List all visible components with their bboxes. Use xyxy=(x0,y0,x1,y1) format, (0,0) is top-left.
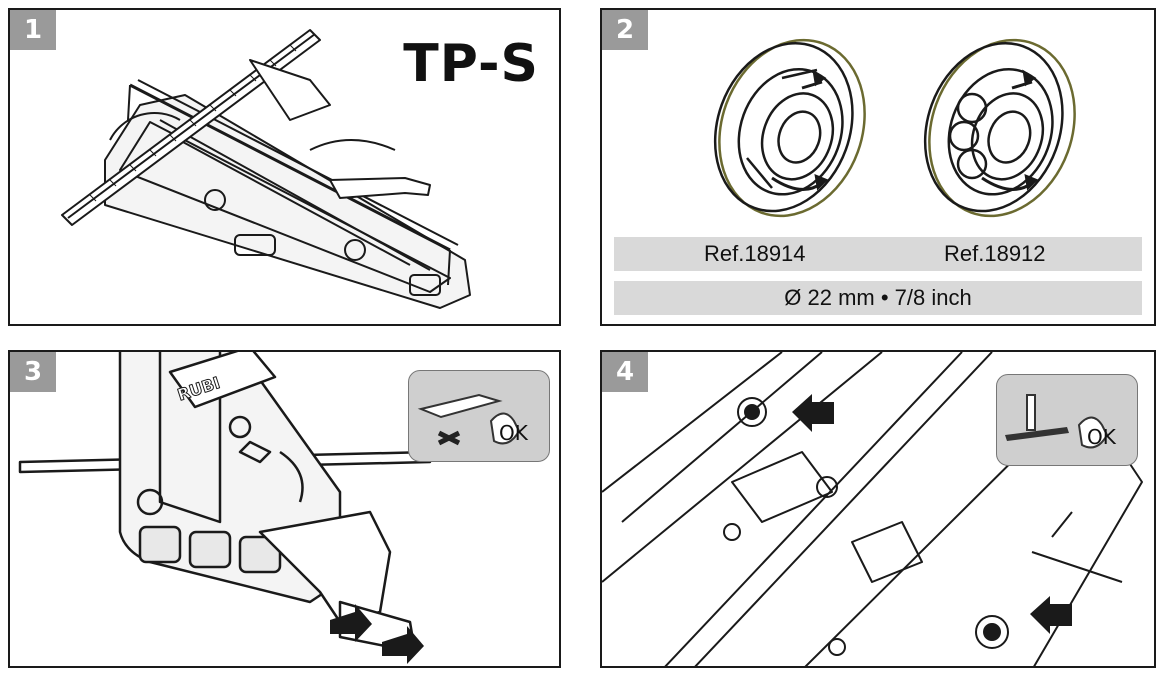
diameter-strip: Ø 22 mm • 7/8 inch xyxy=(614,281,1142,315)
scraper-ok-icon xyxy=(1005,394,1109,449)
step-badge-2: 2 xyxy=(602,10,648,50)
panel-4: 4 OK xyxy=(600,350,1156,668)
base-underside-illustration xyxy=(602,352,1143,666)
reference-strip: Ref.18914 Ref.18912 xyxy=(614,237,1142,271)
ok-label-4: OK xyxy=(1087,425,1116,449)
step-badge-4: 4 xyxy=(602,352,648,392)
panel-3: 3 RUBI OK xyxy=(8,350,561,668)
scoring-wheel-illustrations xyxy=(713,38,1076,218)
product-title: TP-S xyxy=(403,34,539,94)
step-badge-3: 3 xyxy=(10,352,56,392)
ok-indicator-box-4: OK xyxy=(996,374,1138,466)
panel-2: 2 xyxy=(600,8,1156,326)
ref-right-label: Ref.18912 xyxy=(944,241,1046,266)
step-badge-1: 1 xyxy=(10,10,56,50)
tile-not-ok-ok-icon xyxy=(417,393,521,446)
tile-cutter-illustration xyxy=(61,29,471,309)
breaker-closeup-illustration: RUBI xyxy=(18,352,432,664)
diameter-label: Ø 22 mm • 7/8 inch xyxy=(784,285,972,310)
panel-1: 1 TP-S xyxy=(8,8,561,326)
ok-indicator-box: OK xyxy=(408,370,550,462)
ok-label: OK xyxy=(499,421,528,445)
ref-left-label: Ref.18914 xyxy=(704,241,806,266)
